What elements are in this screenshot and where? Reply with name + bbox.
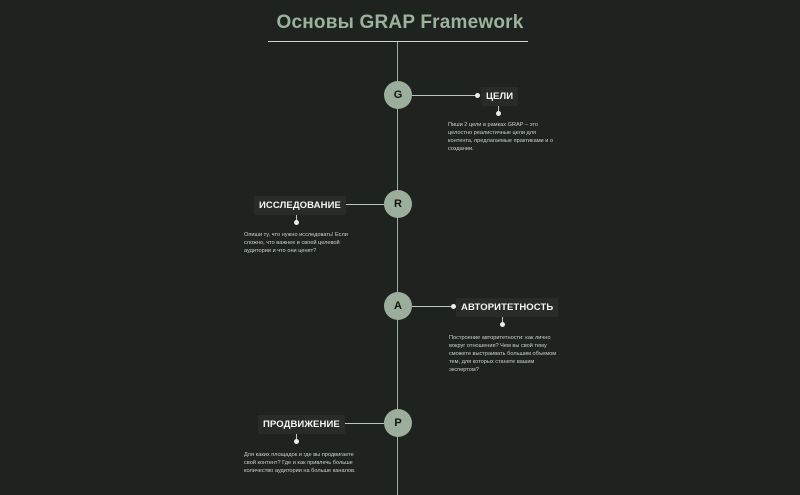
label-stub-r bbox=[296, 215, 297, 223]
node-a: A bbox=[384, 292, 412, 320]
stub-dot-p bbox=[294, 439, 299, 444]
connector-a bbox=[412, 306, 454, 307]
label-stub-g bbox=[498, 106, 499, 114]
label-stub-a bbox=[502, 317, 503, 325]
step-description-goals: Пиши 2 цели в рамках GRAP – это целостно… bbox=[448, 122, 554, 152]
step-description-promotion: Для каких площадок и где вы продвигаете … bbox=[244, 452, 356, 474]
step-label-promotion: ПРОДВИЖЕНИЕ bbox=[258, 415, 345, 434]
connector-g bbox=[412, 95, 478, 96]
connector-p bbox=[341, 423, 384, 424]
stub-dot-r bbox=[294, 220, 299, 225]
step-description-authority: Построение авторитетности: как лично вок… bbox=[449, 335, 557, 373]
node-g: G bbox=[384, 81, 412, 109]
connector-r bbox=[343, 204, 384, 205]
step-label-research: ИССЛЕДОВАНИЕ bbox=[254, 196, 346, 215]
stub-dot-a bbox=[500, 322, 505, 327]
step-label-authority: АВТОРИТЕТНОСТЬ bbox=[456, 298, 559, 317]
stub-dot-g bbox=[496, 111, 501, 116]
label-stub-p bbox=[296, 434, 297, 442]
page-title: Основы GRAP Framework bbox=[276, 12, 524, 33]
title-underline bbox=[268, 41, 528, 42]
step-description-research: Опиши ту, что нужно исследовать! Если сл… bbox=[244, 232, 348, 254]
step-label-goals: ЦЕЛИ bbox=[481, 87, 519, 106]
connector-dot-a bbox=[451, 304, 456, 309]
node-r: R bbox=[384, 190, 412, 218]
timeline-spine bbox=[397, 42, 398, 495]
node-p: P bbox=[384, 409, 412, 437]
connector-dot-g bbox=[475, 93, 480, 98]
